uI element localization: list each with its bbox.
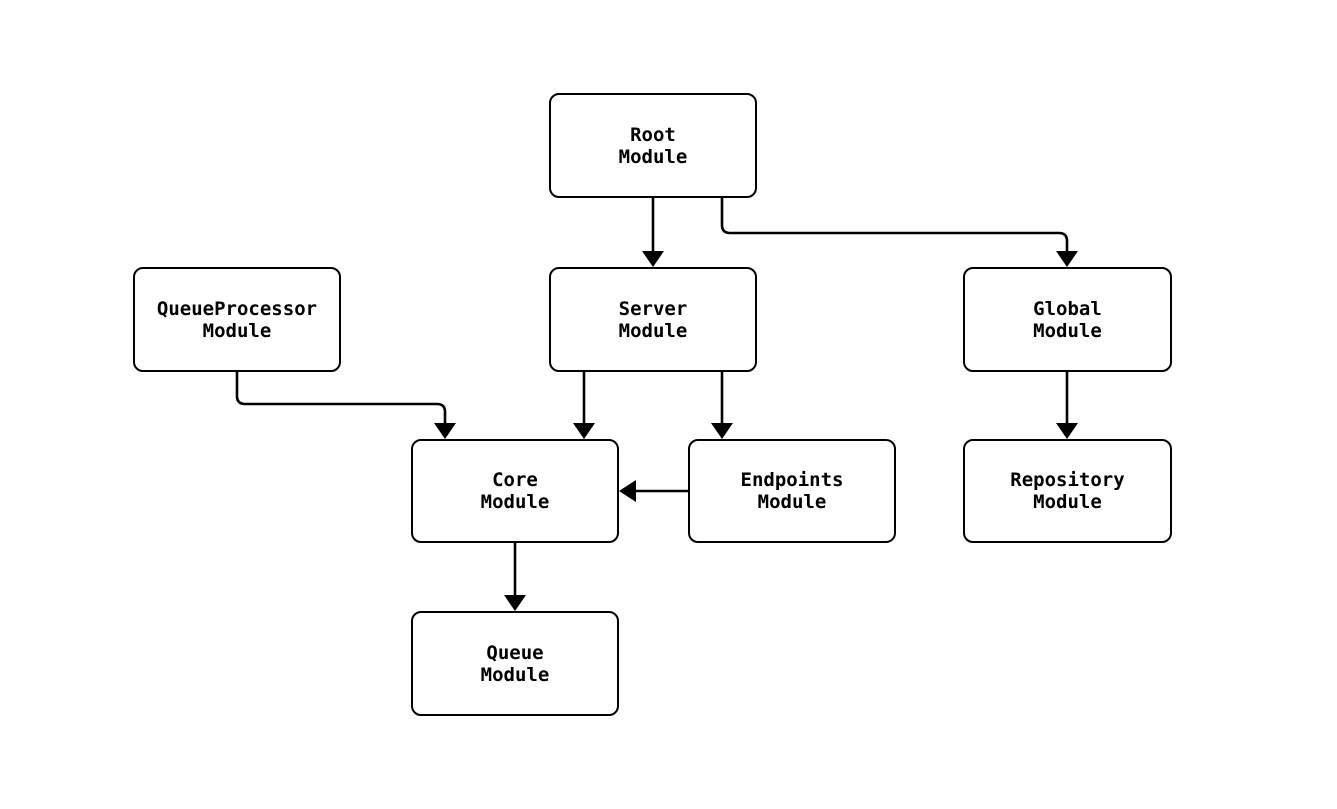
edge-root-to-server bbox=[642, 198, 664, 267]
arrowhead-icon bbox=[434, 423, 456, 439]
node-queue-module: Queue Module bbox=[411, 611, 619, 716]
arrowhead-icon bbox=[711, 423, 733, 439]
edge-root-to-global bbox=[720, 198, 1078, 267]
node-global-module: Global Module bbox=[963, 267, 1172, 372]
node-root-module: Root Module bbox=[549, 93, 757, 198]
node-endpoints-module: Endpoints Module bbox=[688, 439, 896, 543]
edge-queueprocessor-to-core bbox=[235, 372, 456, 439]
edge-endpoints-to-core bbox=[619, 480, 688, 502]
node-server-module: Server Module bbox=[549, 267, 757, 372]
edge-core-to-queue bbox=[504, 543, 526, 611]
arrowhead-icon bbox=[642, 251, 664, 267]
node-queueprocessor-module: QueueProcessor Module bbox=[133, 267, 341, 372]
arrowhead-icon bbox=[1056, 423, 1078, 439]
arrowhead-icon bbox=[619, 480, 636, 502]
arrowhead-icon bbox=[504, 595, 526, 611]
edge-server-to-core bbox=[573, 372, 595, 439]
edge-global-to-repository bbox=[1056, 372, 1078, 439]
arrowhead-icon bbox=[573, 423, 595, 439]
node-repository-module: Repository Module bbox=[963, 439, 1172, 543]
arrowhead-icon bbox=[1056, 251, 1078, 267]
node-core-module: Core Module bbox=[411, 439, 619, 543]
edge-server-to-endpoints bbox=[711, 372, 733, 439]
